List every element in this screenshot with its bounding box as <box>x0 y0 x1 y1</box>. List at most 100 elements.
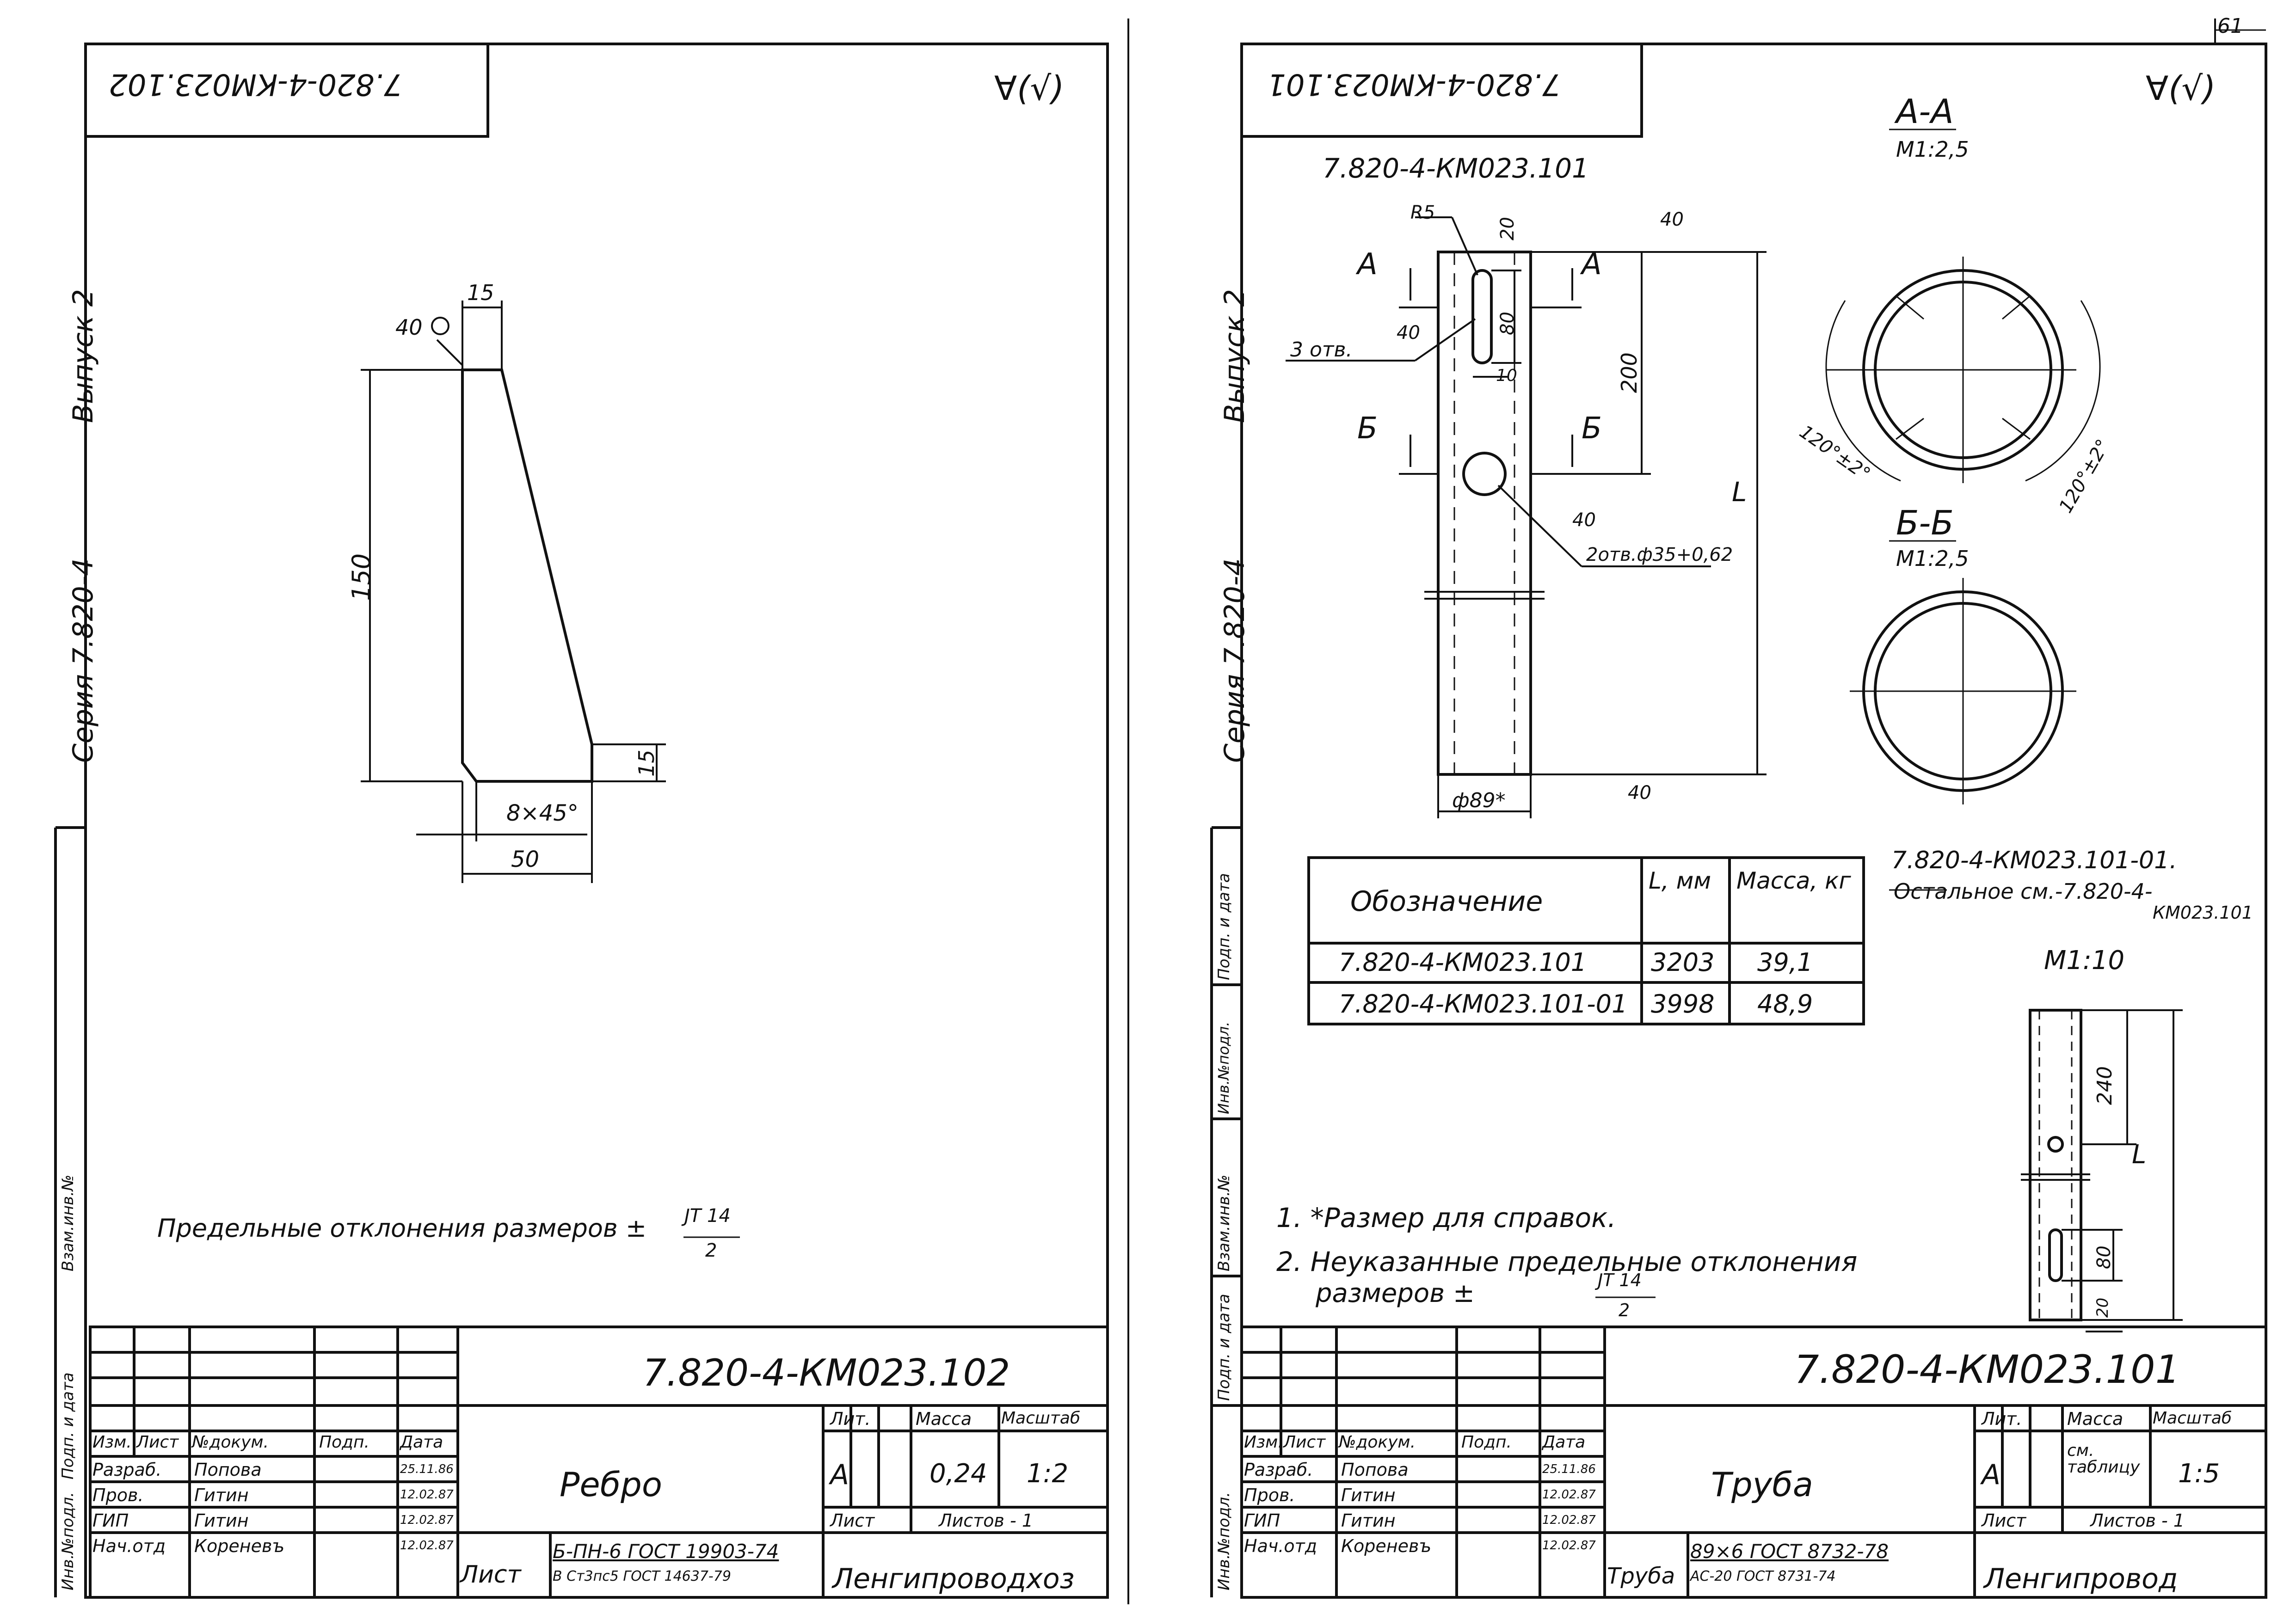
rib-dim-150: 150 <box>347 553 376 601</box>
right-tb-material-label: Труба <box>1607 1563 1675 1589</box>
left-tb-r1-role: Разраб. <box>92 1460 162 1480</box>
variant-dim-240: 240 <box>2093 1066 2117 1105</box>
left-tb-lit-label: Лит. <box>830 1409 871 1429</box>
left-tb-r3-name: Гитин <box>194 1510 249 1531</box>
right-side-label-inv-2: Инв.№подл. <box>1215 1492 1233 1590</box>
table-header-designation: Обозначение <box>1350 885 1543 918</box>
right-note-frac-top: JT 14 <box>1598 1270 1642 1290</box>
right-stamp-box <box>1240 43 1643 138</box>
left-tb-sheets-label: Листов - 1 <box>939 1510 1033 1531</box>
right-tb-r1-date: 25.11.86 <box>1542 1462 1596 1476</box>
right-tb-r4-date: 12.02.87 <box>1542 1539 1596 1553</box>
left-side-label-sign: Подп. и дата <box>59 1372 77 1479</box>
left-side-issue: Выпуск 2 <box>67 289 99 423</box>
left-title-block <box>89 1326 1109 1599</box>
variant-dim-80: 80 <box>2093 1246 2115 1269</box>
left-note-frac-bottom: 2 <box>705 1240 717 1261</box>
left-tb-r4-date: 12.02.87 <box>400 1539 454 1553</box>
right-tb-r4-role: Нач.отд <box>1244 1536 1317 1556</box>
right-side-label-inv-1: Инв.№подл. <box>1215 1021 1232 1114</box>
right-tb-org: Ленгипровод <box>1984 1563 2178 1595</box>
left-tb-r4-name: Кореневъ <box>194 1536 285 1556</box>
right-tb-h-list: Лист <box>1283 1433 1326 1452</box>
variant-title: 7.820-4-КМ023.101-01. <box>1891 847 2177 874</box>
left-tb-mass: 0,24 <box>929 1459 987 1489</box>
section-mark-a-right: А <box>1582 247 1602 282</box>
right-tb-r1-role: Разраб. <box>1244 1460 1313 1480</box>
left-side-label-zam: Взам.инв.№ <box>59 1174 77 1271</box>
rib-dim-15-right: 15 <box>634 749 659 777</box>
left-tb-r1-name: Попова <box>194 1460 262 1480</box>
left-tb-r2-name: Гитин <box>194 1485 249 1505</box>
right-note-1: 1. *Размер для справок. <box>1276 1202 1616 1234</box>
right-tb-sheets-label: Листов - 1 <box>2090 1510 2185 1531</box>
sheet-number: 61 <box>2217 14 2243 38</box>
left-tb-h-list: Лист <box>136 1433 179 1452</box>
left-stamp-text: 7.820-4-КМ023.102 <box>109 67 403 101</box>
left-tb-h-izm: Изм. <box>92 1433 132 1452</box>
table-header-length: L, мм <box>1649 867 1711 894</box>
left-side-label-inv: Инв.№подл. <box>59 1492 77 1590</box>
rib-chamfer: 8×45° <box>506 800 579 826</box>
rib-dim-40: 40 <box>395 315 423 340</box>
pipe-dim-40-top: 40 <box>1660 209 1684 230</box>
left-tb-r2-date: 12.02.87 <box>400 1488 454 1502</box>
left-tb-r2-role: Пров. <box>92 1485 144 1505</box>
right-tb-material: 89×6 ГОСТ 8732-78 <box>1690 1540 1889 1563</box>
right-tb-r3-date: 12.02.87 <box>1542 1513 1596 1527</box>
left-tb-r3-role: ГИП <box>92 1510 129 1531</box>
right-roughness-symbol: ∀(√) <box>2146 69 2216 108</box>
left-tb-r3-date: 12.02.87 <box>400 1513 454 1527</box>
table-r1-mass: 39,1 <box>1757 948 1813 977</box>
left-tb-h-sign: Подп. <box>319 1433 369 1452</box>
right-tb-r2-role: Пров. <box>1244 1485 1295 1505</box>
left-note-frac-top: JT 14 <box>684 1205 731 1227</box>
table-r2-designation: 7.820-4-КМ023.101-01 <box>1339 989 1628 1019</box>
left-note: Предельные отклонения размеров ± <box>157 1214 647 1243</box>
section-mark-b-left: Б <box>1357 411 1378 446</box>
right-tb-h-doc: №докум. <box>1339 1433 1416 1452</box>
left-tb-r4-role: Нач.отд <box>92 1536 166 1556</box>
pipe-dim-20: 20 <box>1497 217 1518 240</box>
right-tb-sheet-label: Лист <box>1982 1510 2026 1531</box>
rib-outline <box>461 368 593 783</box>
left-roughness-symbol: ∀(√) <box>994 69 1065 108</box>
right-tb-h-sign: Подп. <box>1461 1433 1512 1452</box>
right-tb-scale-label: Масштаб <box>2153 1409 2232 1428</box>
right-tb-r3-role: ГИП <box>1244 1510 1280 1531</box>
pipe-dim-40-left: 40 <box>1397 322 1420 344</box>
left-tb-material-label: Лист <box>460 1561 521 1589</box>
left-tb-name: Ребро <box>560 1465 662 1504</box>
right-tb-r4-name: Кореневъ <box>1341 1536 1432 1556</box>
pipe-outline <box>1437 251 1532 776</box>
variant-scale: М1:10 <box>2044 945 2125 976</box>
right-tb-h-date: Дата <box>1542 1433 1586 1452</box>
table-r2-mass: 48,9 <box>1757 989 1813 1019</box>
pipe-dim-10: 10 <box>1496 366 1517 385</box>
left-tb-lit: А <box>830 1459 849 1491</box>
pipe-diameter: ф89* <box>1452 789 1506 812</box>
designation-table <box>1307 856 1865 1025</box>
section-mark-a-left: А <box>1357 247 1378 282</box>
left-tb-h-doc: №докум. <box>192 1433 269 1452</box>
right-stamp-text: 7.820-4-КМ023.101 <box>1267 67 1561 101</box>
right-side-label-sign-1: Подп. и дата <box>1215 873 1233 980</box>
left-side-series: Серия 7.820-4 <box>67 558 99 763</box>
left-tb-h-date: Дата <box>400 1433 443 1452</box>
right-tb-scale: 1:5 <box>2178 1459 2220 1489</box>
pipe-round-holes-label: 2отв.ф35+0,62 <box>1586 544 1733 565</box>
right-side-series: Серия 7.820-4 <box>1219 558 1251 763</box>
right-tb-name: Труба <box>1711 1465 1813 1504</box>
pipe-slot-holes-label: 3 отв. <box>1290 338 1353 362</box>
slot-hole <box>1471 269 1493 364</box>
table-r1-designation: 7.820-4-КМ023.101 <box>1339 948 1587 977</box>
right-side-label-sign-2: Подп. и дата <box>1215 1294 1233 1401</box>
section-aa-scale: М1:2,5 <box>1896 137 1969 162</box>
pipe-dim-L: L <box>1732 476 1747 508</box>
variant-dim-L: L <box>2132 1140 2147 1170</box>
left-tb-scale-label: Масштаб <box>1001 1409 1081 1428</box>
right-note-frac-bottom: 2 <box>1619 1300 1630 1320</box>
right-tb-r1-name: Попова <box>1341 1460 1409 1480</box>
pipe-dim-40-bottom: 40 <box>1628 782 1651 804</box>
variant-pipe <box>2029 1009 2082 1321</box>
